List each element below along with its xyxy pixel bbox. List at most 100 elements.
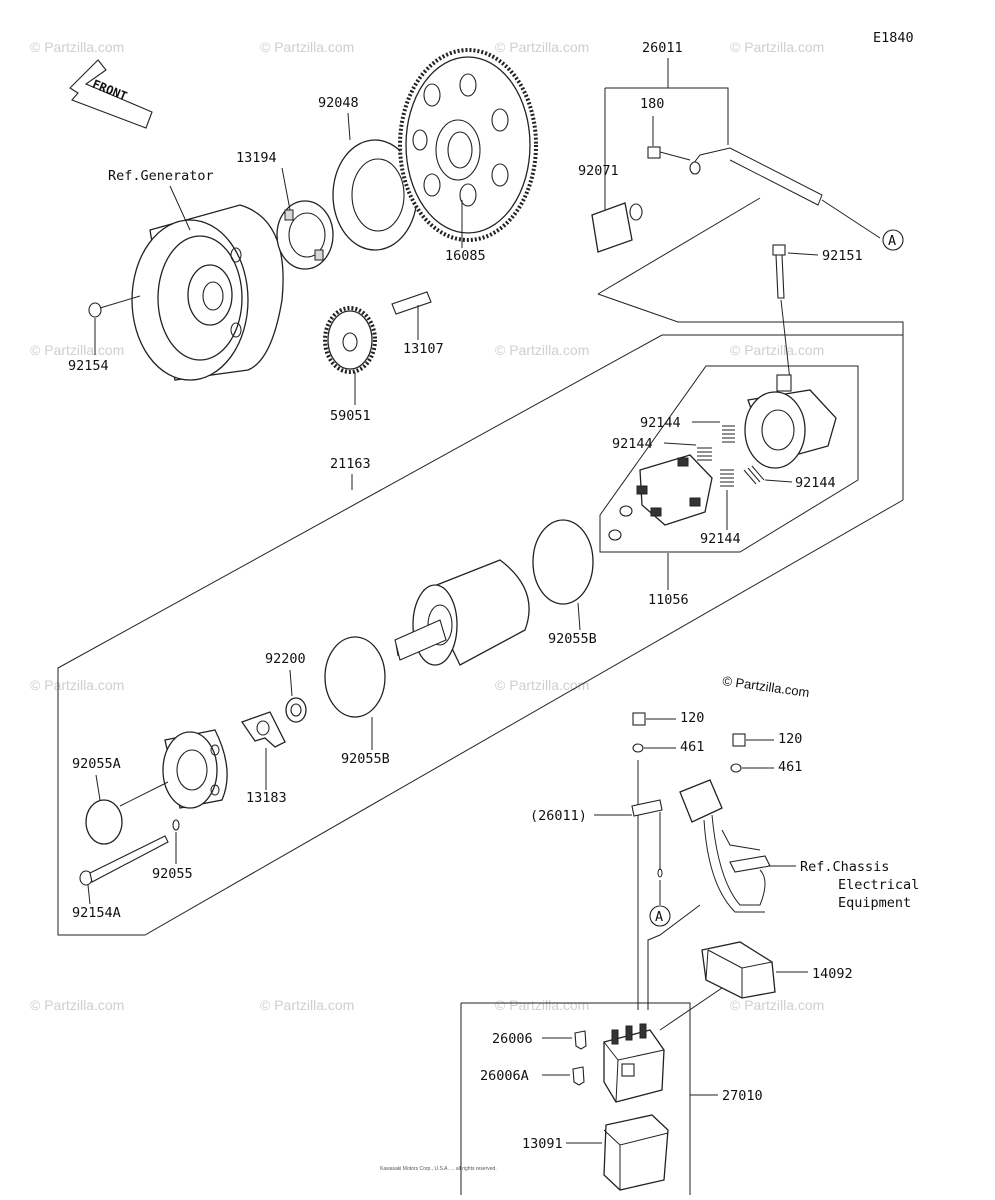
leader-line	[663, 442, 697, 446]
leader-line	[597, 293, 904, 335]
bolt-180	[647, 146, 691, 161]
leader-line	[577, 602, 581, 631]
label-92055b: 92055B	[548, 631, 597, 647]
bolt-92154	[88, 295, 141, 318]
watermark: © Partzilla.com	[495, 677, 589, 693]
label-14092: 14092	[812, 966, 853, 982]
label-ref-generator: Ref.Generator	[108, 168, 214, 184]
brush-holder	[608, 454, 713, 541]
label-13091: 13091	[522, 1136, 563, 1152]
callout-a: A	[821, 199, 904, 251]
o-ring-92055b	[532, 519, 594, 605]
diagram-code: E1840	[873, 30, 914, 46]
leader-line	[787, 252, 819, 256]
fuse-26006a	[572, 1066, 585, 1086]
cover-14092	[701, 941, 776, 999]
shaft-13107	[391, 291, 432, 315]
label-13107: 13107	[403, 341, 444, 357]
spring-92144	[697, 425, 765, 487]
starter-yoke	[394, 559, 530, 666]
label-92055a: 92055A	[72, 756, 121, 772]
watermark: © Partzilla.com	[730, 342, 824, 358]
watermark: © Partzilla.com	[30, 677, 124, 693]
label-27010: 27010	[722, 1088, 763, 1104]
label-16085: 16085	[445, 248, 486, 264]
relay-case-13091	[603, 1114, 669, 1191]
label-21163: 21163	[330, 456, 371, 472]
leader-line	[347, 112, 351, 141]
front-end-cover	[162, 729, 228, 809]
starter-cable	[631, 760, 663, 1010]
washer-461	[632, 743, 644, 753]
idle-gear-59051	[323, 306, 377, 374]
watermark: © Partzilla.com	[495, 342, 589, 358]
label-92151: 92151	[822, 248, 863, 264]
o-ring-92055a	[85, 799, 123, 845]
leader-line	[659, 987, 723, 1031]
leader-line	[764, 479, 793, 483]
leader-line	[780, 299, 791, 381]
svg-text:A: A	[655, 909, 663, 925]
leader-line	[597, 197, 761, 295]
label-13194: 13194	[236, 150, 277, 166]
watermark: © Partzilla.com	[260, 997, 354, 1013]
one-way-clutch-13194	[276, 200, 334, 270]
watermark: © Partzilla.com	[495, 39, 589, 55]
copyright-notice: Kawasaki Motors Corp., U.S.A. ... all ri…	[380, 1166, 497, 1172]
leader-line	[289, 669, 293, 697]
starter-relay	[603, 1023, 665, 1103]
relay-cable	[647, 779, 771, 1010]
washer-92200	[285, 697, 307, 723]
front-arrow-icon: FRONT	[69, 59, 153, 129]
leader-line	[604, 87, 729, 225]
label-59051: 59051	[330, 408, 371, 424]
label-92200: 92200	[265, 651, 306, 667]
starter-motor-outline	[57, 334, 904, 936]
label-461: 461	[778, 759, 802, 775]
leader-line	[87, 884, 91, 905]
watermark: © Partzilla.com	[495, 997, 589, 1013]
watermark: © Partzilla.com	[30, 39, 124, 55]
watermark: © Partzilla.com	[730, 39, 824, 55]
watermark: © Partzilla.com	[730, 997, 824, 1013]
label-ref-chassis: Electrical	[838, 877, 919, 893]
relay-assembly-outline	[460, 1002, 691, 1195]
label-461: 461	[680, 739, 704, 755]
washer-461	[730, 763, 742, 773]
partzilla-credit: © Partzilla.com	[722, 673, 811, 700]
leader-line	[281, 167, 291, 211]
watermark: © Partzilla.com	[30, 997, 124, 1013]
label-26006a: 26006A	[480, 1068, 529, 1084]
bolt-120	[632, 712, 646, 726]
label-26011: 26011	[642, 40, 683, 56]
lead-cap-92071	[591, 147, 823, 253]
label-92144: 92144	[700, 531, 741, 547]
label-26006: 26006	[492, 1031, 533, 1047]
starter-clutch-gear-16085	[398, 48, 538, 242]
label-92055: 92055	[152, 866, 193, 882]
leader-line	[119, 781, 169, 807]
label-ref-chassis: Equipment	[838, 895, 911, 911]
label-120: 120	[680, 710, 704, 726]
label-92144: 92144	[795, 475, 836, 491]
brush-holder-outline	[599, 365, 859, 553]
o-ring-92055b	[324, 636, 386, 718]
leader-line	[95, 774, 101, 801]
label-92144: 92144	[640, 415, 681, 431]
label-92048: 92048	[318, 95, 359, 111]
label-ref-chassis: Ref.Chassis	[800, 859, 889, 875]
label-92154a: 92154A	[72, 905, 121, 921]
label-13183: 13183	[246, 790, 287, 806]
bolt-92154a	[79, 835, 169, 886]
plate-13183	[240, 711, 286, 748]
label-92144: 92144	[612, 436, 653, 452]
holder-92048	[332, 139, 418, 251]
svg-text:A: A	[888, 233, 896, 249]
leader-line	[169, 185, 191, 231]
bolt-120	[732, 733, 746, 747]
label-11056: 11056	[648, 592, 689, 608]
label-92071: 92071	[578, 163, 619, 179]
o-ring-92055	[172, 819, 180, 831]
